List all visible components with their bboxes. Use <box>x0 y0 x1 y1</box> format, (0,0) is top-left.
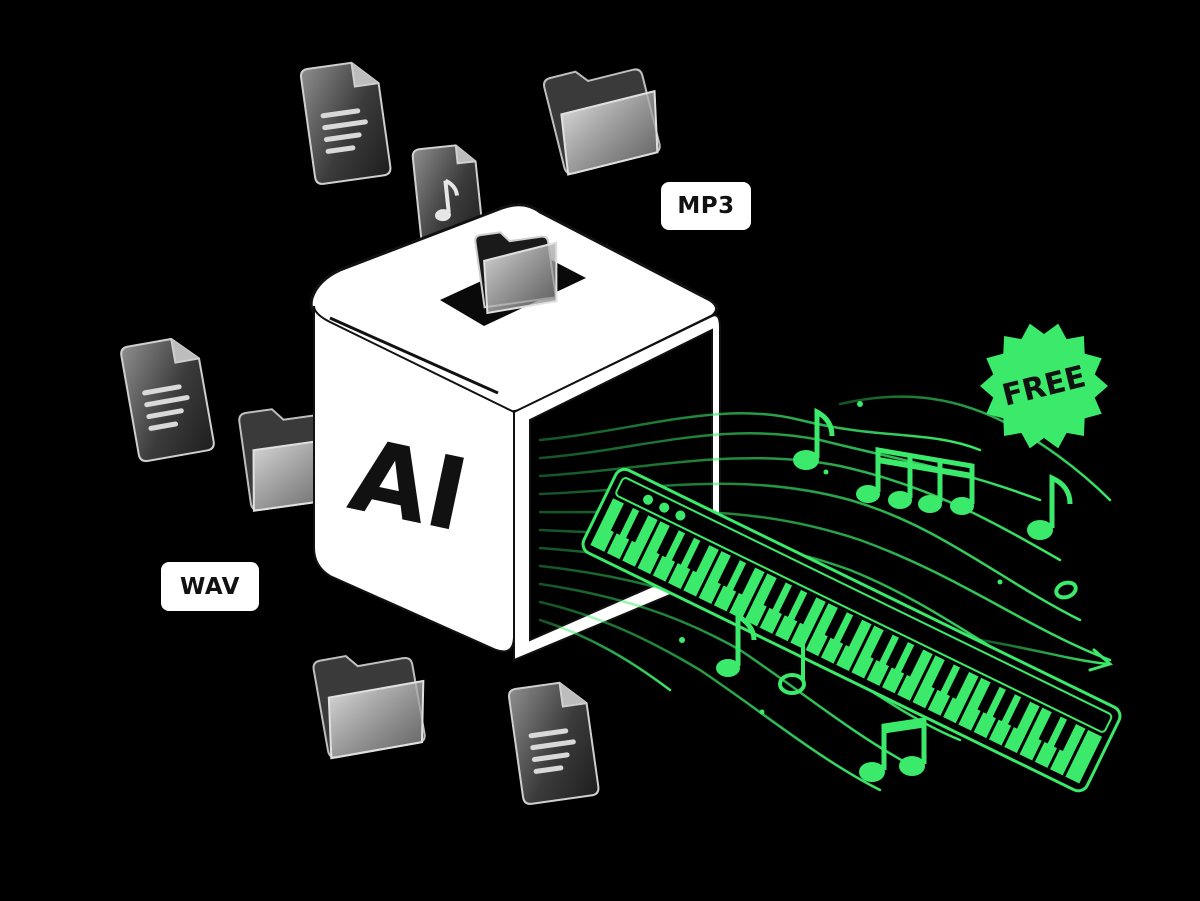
folder-icon <box>541 53 671 177</box>
piano-black-key <box>656 525 679 558</box>
piano-black-key <box>610 503 633 535</box>
piano-black-key <box>870 630 893 662</box>
box-label: AI <box>341 416 477 554</box>
piano-key-divider <box>848 624 875 673</box>
format-label: WAV <box>180 573 240 600</box>
piano-key-divider <box>909 654 936 703</box>
piano-black-key <box>717 555 740 588</box>
piano-key-divider <box>741 572 768 621</box>
piano-black-key <box>626 510 649 543</box>
format-badge-wav: WAV <box>161 562 259 611</box>
piano-key-divider <box>955 676 982 725</box>
eighth-note-icon <box>716 611 757 677</box>
piano-black-key <box>824 607 847 640</box>
eighth-note-icon <box>778 634 806 695</box>
piano-key-divider <box>634 519 661 569</box>
folder-icon <box>311 642 435 760</box>
piano-black-key <box>1008 697 1031 729</box>
format-label: MP3 <box>677 193 735 219</box>
arrow-icon <box>1088 648 1114 672</box>
piano-key-divider <box>695 549 722 598</box>
piano-black-key <box>901 645 924 677</box>
piano-black-key <box>946 667 970 699</box>
piano-black-key <box>839 615 863 647</box>
whole-note-icon <box>1054 580 1078 600</box>
piano-black-key <box>992 689 1015 722</box>
piano-black-key <box>778 585 802 617</box>
piano-key-divider <box>1062 728 1089 777</box>
piano-black-key <box>733 563 756 595</box>
sparkle-dots <box>679 401 1003 715</box>
beamed-notes-icon <box>859 717 927 782</box>
eighth-note-icon <box>1027 474 1073 540</box>
ai-box: AI <box>309 203 721 662</box>
piano-black-key <box>687 540 710 573</box>
document-icon <box>119 333 216 464</box>
piano-black-key <box>885 637 908 670</box>
piano-black-key <box>671 533 695 565</box>
document-icon <box>299 58 393 186</box>
eighth-note-icon <box>793 407 835 470</box>
piano-black-key <box>1053 719 1077 751</box>
format-badge-mp3: MP3 <box>661 182 751 230</box>
piano-key-divider <box>802 601 829 650</box>
piano-black-key <box>763 578 786 610</box>
folder-icon <box>474 231 558 315</box>
piano-black-key <box>977 682 1000 714</box>
free-starburst-badge: FREE <box>980 323 1108 449</box>
document-icon <box>507 678 601 806</box>
piano-black-key <box>931 660 954 692</box>
beamed-notes-icon <box>856 447 975 515</box>
piano-key-divider <box>1016 706 1043 755</box>
piano-keyboard-icon <box>581 467 1122 793</box>
piano-black-key <box>1038 712 1061 744</box>
piano-black-key <box>794 592 817 625</box>
